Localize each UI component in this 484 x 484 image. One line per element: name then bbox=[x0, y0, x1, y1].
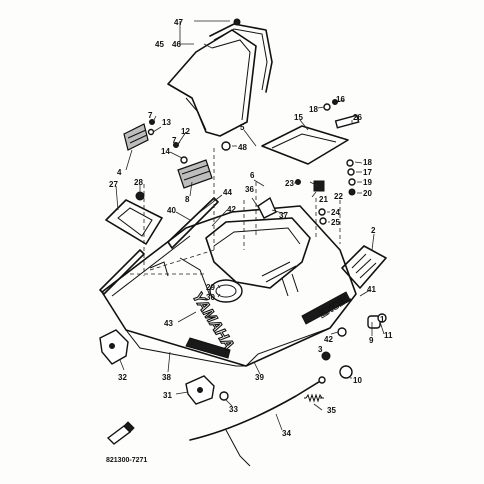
model-logo: EXCEL bbox=[317, 292, 353, 321]
bumper-1 bbox=[367, 313, 387, 329]
callout-36: 36 bbox=[245, 185, 254, 194]
callout-33: 33 bbox=[229, 405, 238, 414]
callout-16: 16 bbox=[336, 95, 345, 104]
callout-14: 14 bbox=[161, 147, 170, 156]
callout-12: 12 bbox=[181, 127, 190, 136]
side-vent-27 bbox=[105, 199, 163, 245]
callout-46: 46 bbox=[172, 40, 181, 49]
bolt-14 bbox=[180, 156, 188, 164]
callout-20: 20 bbox=[363, 189, 372, 198]
callout-9: 9 bbox=[369, 336, 374, 345]
drawing-code: 821300-7271 bbox=[106, 457, 147, 464]
callout-43: 43 bbox=[164, 319, 173, 328]
grommet-13 bbox=[147, 128, 155, 136]
callout-42a: 42 bbox=[227, 205, 236, 214]
direction-marker-icon bbox=[106, 421, 135, 445]
callout-11: 11 bbox=[384, 331, 393, 340]
side-strip bbox=[99, 197, 219, 295]
callout-7a: 7 bbox=[148, 111, 153, 120]
callout-23: 23 bbox=[285, 179, 294, 188]
bolt-33 bbox=[219, 391, 229, 401]
callout-26: 26 bbox=[353, 113, 362, 122]
plate-37 bbox=[257, 196, 277, 219]
spring-35 bbox=[304, 393, 324, 403]
callout-2: 2 bbox=[371, 226, 376, 235]
callout-38: 38 bbox=[162, 373, 171, 382]
callout-19: 19 bbox=[363, 178, 372, 187]
callout-39: 39 bbox=[255, 373, 264, 382]
callout-labels: 47 45 46 7 13 12 7 14 4 48 18 16 26 15 5… bbox=[109, 18, 393, 438]
callout-4: 4 bbox=[117, 168, 122, 177]
callout-37: 37 bbox=[279, 211, 288, 220]
callout-35: 35 bbox=[327, 406, 336, 415]
windshield-trim-molding bbox=[209, 23, 273, 93]
main-hood bbox=[101, 205, 357, 367]
callout-10: 10 bbox=[353, 376, 362, 385]
callout-31: 31 bbox=[163, 391, 172, 400]
bracket-31 bbox=[185, 375, 215, 405]
callout-48: 48 bbox=[238, 143, 247, 152]
switch-21 bbox=[313, 180, 325, 192]
callout-17: 17 bbox=[363, 168, 372, 177]
callout-13: 13 bbox=[162, 118, 171, 127]
bracket-32 bbox=[99, 329, 129, 365]
assembly-dash-lines bbox=[130, 148, 341, 276]
strip-26 bbox=[334, 114, 360, 129]
callout-45: 45 bbox=[155, 40, 164, 49]
right-vent-2 bbox=[341, 245, 387, 289]
callout-18b: 18 bbox=[363, 158, 372, 167]
callout-32: 32 bbox=[118, 373, 127, 382]
hardware-stack bbox=[295, 159, 356, 225]
callout-7b: 7 bbox=[172, 136, 177, 145]
callout-6: 6 bbox=[250, 171, 255, 180]
callout-5: 5 bbox=[240, 123, 245, 132]
callout-1: 1 bbox=[380, 315, 385, 324]
callout-22: 22 bbox=[334, 192, 343, 201]
panel-15 bbox=[261, 125, 349, 165]
callout-18a: 18 bbox=[309, 105, 318, 114]
callout-28: 28 bbox=[134, 178, 143, 187]
callout-30: 30 bbox=[206, 293, 215, 302]
nut-28 bbox=[135, 191, 145, 201]
callout-3: 3 bbox=[318, 345, 323, 354]
callout-21: 21 bbox=[319, 195, 328, 204]
callout-25: 25 bbox=[331, 218, 340, 227]
grommet-12 bbox=[173, 142, 179, 148]
vent-grille-8 bbox=[177, 159, 213, 189]
callout-15: 15 bbox=[294, 113, 303, 122]
bulb-18 bbox=[323, 103, 331, 111]
nut-23 bbox=[295, 179, 301, 185]
grommet-42 bbox=[337, 327, 347, 337]
cap-10 bbox=[339, 365, 353, 379]
callout-24: 24 bbox=[331, 208, 340, 217]
callout-44: 44 bbox=[223, 188, 232, 197]
leader-lines bbox=[115, 20, 385, 431]
grommet-48 bbox=[221, 141, 231, 151]
callout-34: 34 bbox=[282, 429, 291, 438]
callout-40: 40 bbox=[167, 206, 176, 215]
windshield bbox=[167, 29, 257, 137]
cable-34 bbox=[189, 376, 326, 467]
trim-clip-47 bbox=[233, 18, 241, 26]
callout-41: 41 bbox=[367, 285, 376, 294]
callout-8: 8 bbox=[185, 195, 190, 204]
callout-29: 29 bbox=[206, 283, 215, 292]
vent-grille-4 bbox=[123, 123, 149, 151]
callout-27: 27 bbox=[109, 180, 118, 189]
callout-47: 47 bbox=[174, 18, 183, 27]
callout-42b: 42 bbox=[324, 335, 333, 344]
